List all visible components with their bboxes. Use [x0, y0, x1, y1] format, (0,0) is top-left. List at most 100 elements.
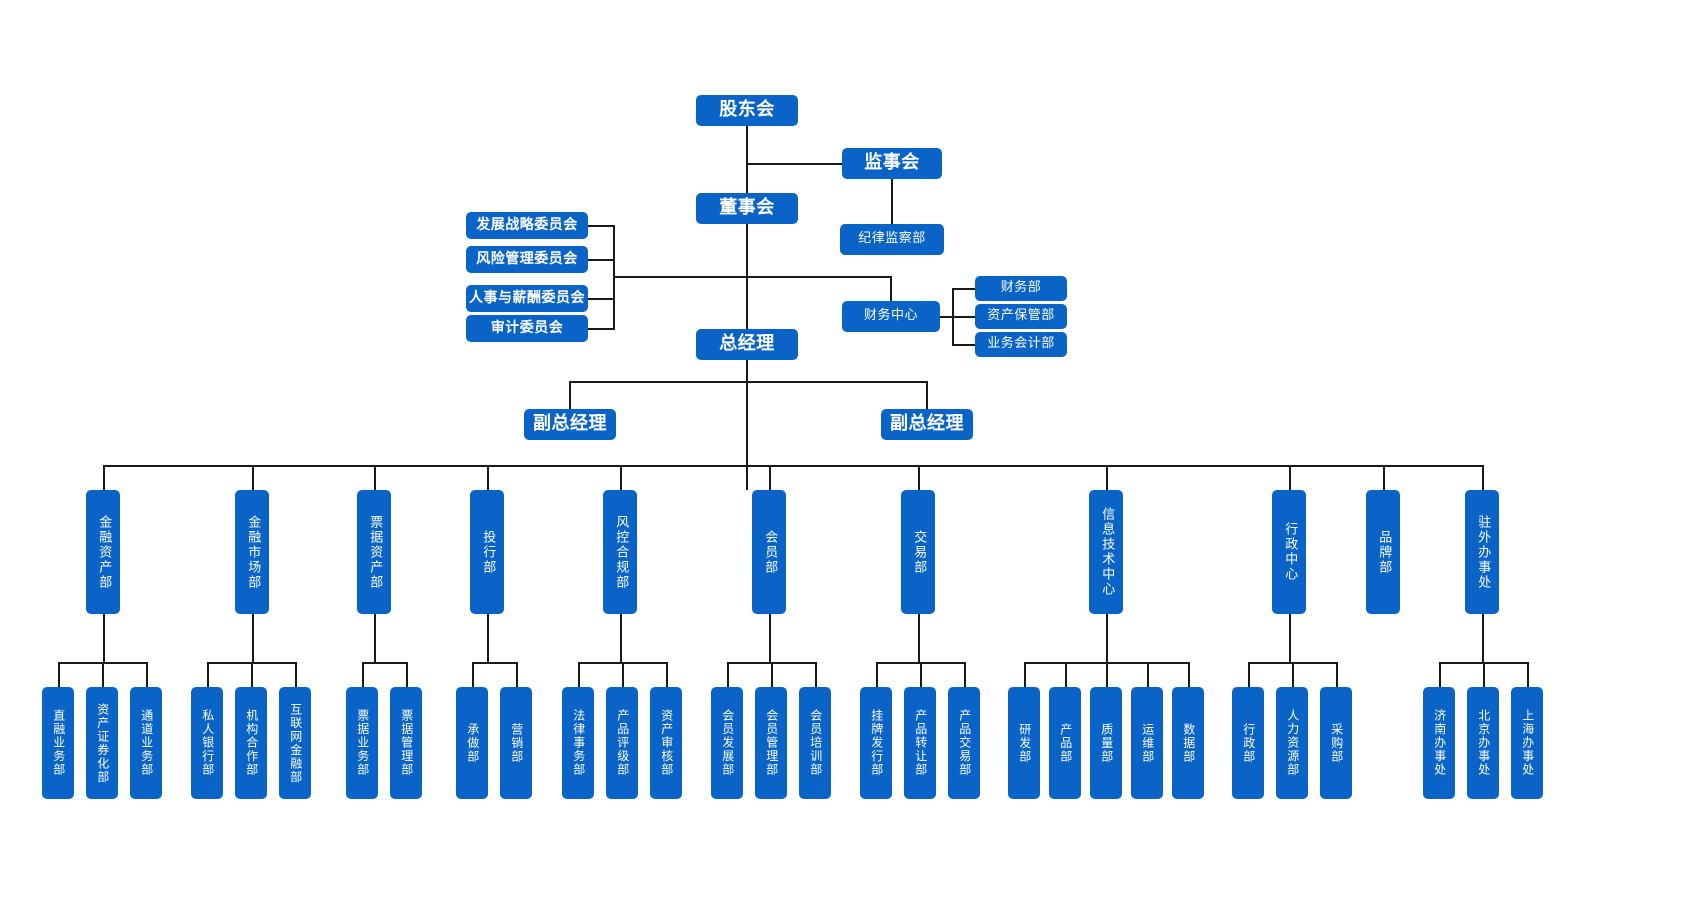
connector-subdrop-5b: [622, 662, 624, 687]
connector-drop-dept-10: [1383, 465, 1385, 490]
node-dept-risk-compliance[interactable]: 风控合规部: [603, 490, 637, 614]
connector-subdrop-3b: [406, 662, 408, 687]
node-leaf-product-dept[interactable]: 产品部: [1049, 687, 1081, 799]
connector-drop-dept-8: [1106, 465, 1108, 490]
node-leaf-member-management[interactable]: 会员管理部: [755, 687, 787, 799]
connector-subdrop-7a: [876, 662, 878, 687]
connector-deputy-left-drop: [569, 381, 571, 409]
connector-subspine-11: [1482, 614, 1484, 662]
node-finance-center[interactable]: 财务中心: [842, 301, 940, 332]
node-leaf-member-training[interactable]: 会员培训部: [799, 687, 831, 799]
node-committee-hr-compensation[interactable]: 人事与薪酬委员会: [466, 285, 588, 312]
node-leaf-beijing-office[interactable]: 北京办事处: [1467, 687, 1499, 799]
node-asset-custody-department[interactable]: 资产保管部: [975, 304, 1067, 329]
node-leaf-institutional-cooperation[interactable]: 机构合作部: [235, 687, 267, 799]
node-dept-it-center[interactable]: 信息技术中心: [1089, 490, 1123, 614]
connector-drop-dept-3: [374, 465, 376, 490]
connector-deputy-right-drop: [926, 381, 928, 409]
connector-subspine-6: [769, 614, 771, 662]
node-dept-admin-center[interactable]: 行政中心: [1272, 490, 1306, 614]
node-leaf-asset-securitization[interactable]: 资产证券化部: [86, 687, 118, 799]
connector-drop-dept-6: [769, 465, 771, 490]
connector-shareholders-spine: [746, 126, 748, 193]
connector-subspine-2: [252, 614, 254, 662]
node-leaf-quality-dept[interactable]: 质量部: [1090, 687, 1122, 799]
node-leaf-member-development[interactable]: 会员发展部: [711, 687, 743, 799]
connector-drop-dept-4: [487, 465, 489, 490]
node-deputy-gm-right[interactable]: 副总经理: [881, 409, 973, 440]
connector-subspine-5: [620, 614, 622, 662]
connector-subdrop-5a: [578, 662, 580, 687]
node-finance-department[interactable]: 财务部: [975, 276, 1067, 301]
connector-subdrop-11a: [1439, 662, 1441, 687]
connector-board-to-finance-center: [746, 276, 891, 278]
connector-drop-dept-5: [620, 465, 622, 490]
node-discipline-inspection[interactable]: 纪律监察部: [840, 224, 944, 255]
connector-committee-2: [588, 259, 615, 261]
connector-subdrop-2a: [207, 662, 209, 687]
connector-supervisory-to-discipline: [891, 179, 893, 224]
node-leaf-marketing[interactable]: 营销部: [500, 687, 532, 799]
connector-subdrop-2c: [295, 662, 297, 687]
node-leaf-bill-business[interactable]: 票据业务部: [346, 687, 378, 799]
node-leaf-internet-finance[interactable]: 互联网金融部: [279, 687, 311, 799]
connector-finance-child-2: [952, 316, 975, 318]
node-leaf-human-resources[interactable]: 人力资源部: [1276, 687, 1308, 799]
node-deputy-gm-left[interactable]: 副总经理: [524, 409, 616, 440]
connector-subdrop-1c: [146, 662, 148, 687]
node-leaf-private-banking[interactable]: 私人银行部: [191, 687, 223, 799]
node-general-manager[interactable]: 总经理: [696, 329, 798, 360]
node-dept-financial-market[interactable]: 金融市场部: [235, 490, 269, 614]
node-leaf-direct-financing[interactable]: 直融业务部: [42, 687, 74, 799]
node-committee-audit[interactable]: 审计委员会: [466, 315, 588, 342]
node-committee-dev-strategy[interactable]: 发展战略委员会: [466, 212, 588, 239]
connector-subspine-9: [1289, 614, 1291, 662]
node-dept-brand[interactable]: 品牌部: [1366, 490, 1400, 614]
node-business-accounting-department[interactable]: 业务会计部: [975, 332, 1067, 357]
node-leaf-asset-review[interactable]: 资产审核部: [650, 687, 682, 799]
node-dept-investment-banking[interactable]: 投行部: [470, 490, 504, 614]
node-leaf-procurement[interactable]: 采购部: [1320, 687, 1352, 799]
node-leaf-administration[interactable]: 行政部: [1232, 687, 1264, 799]
node-leaf-underwriting[interactable]: 承做部: [456, 687, 488, 799]
node-leaf-rnd[interactable]: 研发部: [1008, 687, 1040, 799]
connector-drop-dept-11: [1482, 465, 1484, 490]
connector-departments-bus: [103, 465, 1482, 467]
connector-subdrop-3a: [362, 662, 364, 687]
node-leaf-product-trading[interactable]: 产品交易部: [948, 687, 980, 799]
node-dept-field-office[interactable]: 驻外办事处: [1465, 490, 1499, 614]
node-shareholders[interactable]: 股东会: [696, 95, 798, 126]
connector-drop-dept-7: [918, 465, 920, 490]
connector-subdrop-8e: [1188, 662, 1190, 687]
node-committee-risk-management[interactable]: 风险管理委员会: [466, 246, 588, 273]
connector-finance-child-1: [952, 288, 975, 290]
node-dept-bill-asset[interactable]: 票据资产部: [357, 490, 391, 614]
node-leaf-product-transfer[interactable]: 产品转让部: [904, 687, 936, 799]
connector-subdrop-6c: [815, 662, 817, 687]
connector-subdrop-4a: [472, 662, 474, 687]
node-board-of-directors[interactable]: 董事会: [696, 193, 798, 224]
node-leaf-shanghai-office[interactable]: 上海办事处: [1511, 687, 1543, 799]
node-leaf-jinan-office[interactable]: 济南办事处: [1423, 687, 1455, 799]
node-leaf-product-rating[interactable]: 产品评级部: [606, 687, 638, 799]
connector-subdrop-11c: [1527, 662, 1529, 687]
node-leaf-channel-business[interactable]: 通道业务部: [130, 687, 162, 799]
node-leaf-listing-issuance[interactable]: 挂牌发行部: [860, 687, 892, 799]
connector-subspine-4: [487, 614, 489, 662]
connector-subbar-3: [362, 662, 408, 664]
connector-subdrop-9c: [1336, 662, 1338, 687]
node-dept-financial-asset[interactable]: 金融资产部: [86, 490, 120, 614]
node-dept-membership[interactable]: 会员部: [752, 490, 786, 614]
connector-gm-spine: [746, 360, 748, 490]
connector-subdrop-6a: [727, 662, 729, 687]
node-dept-trading[interactable]: 交易部: [901, 490, 935, 614]
node-leaf-operations-dept[interactable]: 运维部: [1131, 687, 1163, 799]
node-supervisory-board[interactable]: 监事会: [842, 148, 942, 179]
connector-subspine-1: [103, 614, 105, 662]
node-leaf-legal-affairs[interactable]: 法律事务部: [562, 687, 594, 799]
node-leaf-bill-management[interactable]: 票据管理部: [390, 687, 422, 799]
node-leaf-data-dept[interactable]: 数据部: [1172, 687, 1204, 799]
connector-subdrop-1a: [58, 662, 60, 687]
connector-subdrop-11b: [1483, 662, 1485, 687]
